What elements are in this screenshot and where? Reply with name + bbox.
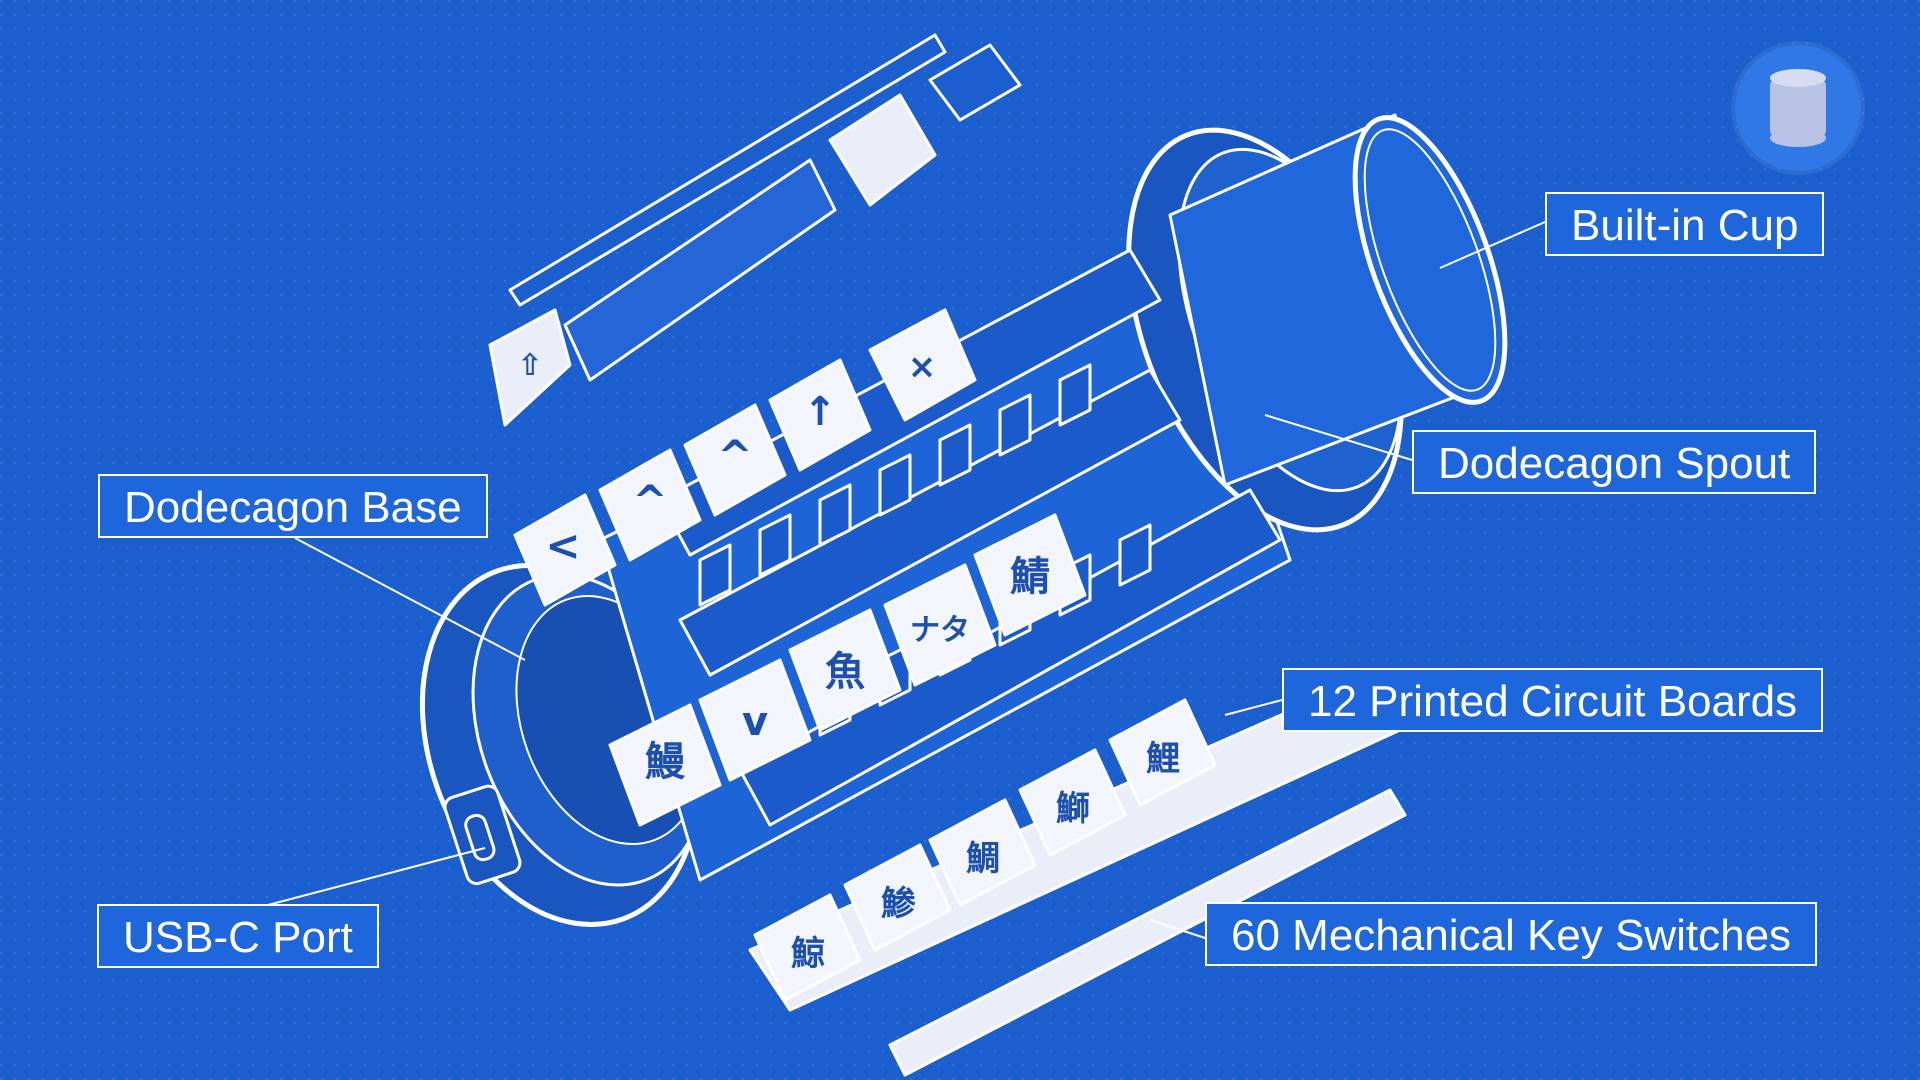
keycap-glyph: 鰻: [645, 739, 686, 785]
keycap-glyph: 鯨: [791, 934, 825, 974]
top-key-rail: [488, 33, 1022, 427]
keycap-row-middle: [608, 513, 1087, 827]
keycap-glyph: 鯖: [1010, 554, 1050, 600]
callout-dodecagon-spout: Dodecagon Spout: [1412, 430, 1817, 494]
usb-c-port-part: [443, 784, 522, 886]
cup-icon: [1770, 69, 1826, 147]
keycap-glyph: ナタ: [910, 613, 970, 648]
callout-dodecagon-base: Dodecagon Base: [98, 474, 488, 538]
built-in-cup-part: [1168, 113, 1508, 487]
keycap-glyph: ↑: [803, 389, 837, 435]
keycap-row-lower: [753, 698, 1217, 1002]
cup-badge: [1735, 45, 1861, 171]
keycap-glyph: ⇧: [517, 348, 542, 383]
keycap-glyph: ×: [908, 347, 937, 387]
keycap-glyph: 鰤: [1056, 789, 1090, 829]
callout-mechanical-key-switches: 60 Mechanical Key Switches: [1205, 902, 1818, 966]
keycap-glyph: ^: [717, 431, 752, 480]
keycap-glyph: ^: [632, 476, 667, 525]
keycap-glyph: 鯉: [1146, 739, 1180, 779]
keycap-glyph: <: [545, 521, 580, 570]
keycap-glyph: v: [742, 699, 768, 745]
keycap-glyph: 魚: [825, 649, 865, 695]
callout-built-in-cup: Built-in Cup: [1545, 192, 1825, 256]
callout-usb-c-port: USB-C Port: [97, 904, 379, 968]
keycap-glyph: 鯛: [966, 839, 1000, 879]
leader-lines: [267, 221, 1546, 939]
keycap-glyph: 鯵: [881, 884, 916, 924]
keycap-row-upper: [513, 308, 977, 607]
callout-printed-circuit-boards: 12 Printed Circuit Boards: [1282, 668, 1824, 732]
